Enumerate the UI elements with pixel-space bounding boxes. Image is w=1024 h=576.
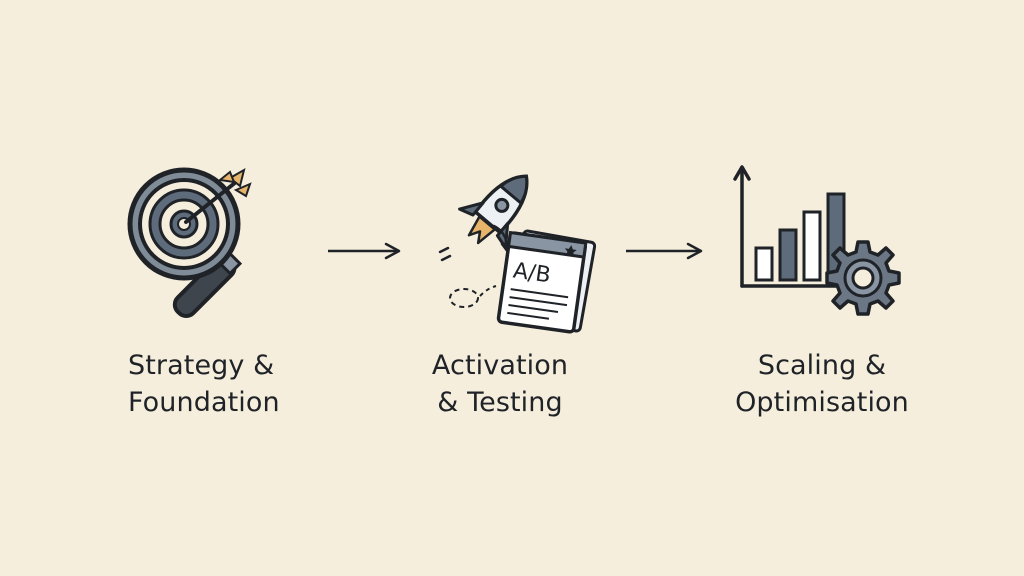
rocket-ab-test-icon: A/B (438, 174, 596, 334)
step-label: Activation & Testing (430, 347, 570, 421)
step-label-line: Optimisation (735, 387, 909, 418)
step-label: Scaling & Optimisation (734, 347, 910, 421)
step-label-line: Scaling & (757, 350, 887, 381)
flow-arrow (328, 242, 401, 260)
chart-gear-icon (733, 165, 901, 316)
flow-arrow (626, 242, 703, 260)
ab-label: A/B (511, 258, 552, 288)
step-label-line: Foundation (128, 387, 280, 418)
gear-icon (825, 240, 901, 316)
step-label-line: Activation (431, 350, 569, 381)
step-label-line: Strategy & (128, 350, 275, 381)
target-magnifier-icon (127, 167, 252, 319)
step-label: Strategy & Foundation (128, 347, 280, 421)
step-label-line: & Testing (437, 387, 563, 418)
